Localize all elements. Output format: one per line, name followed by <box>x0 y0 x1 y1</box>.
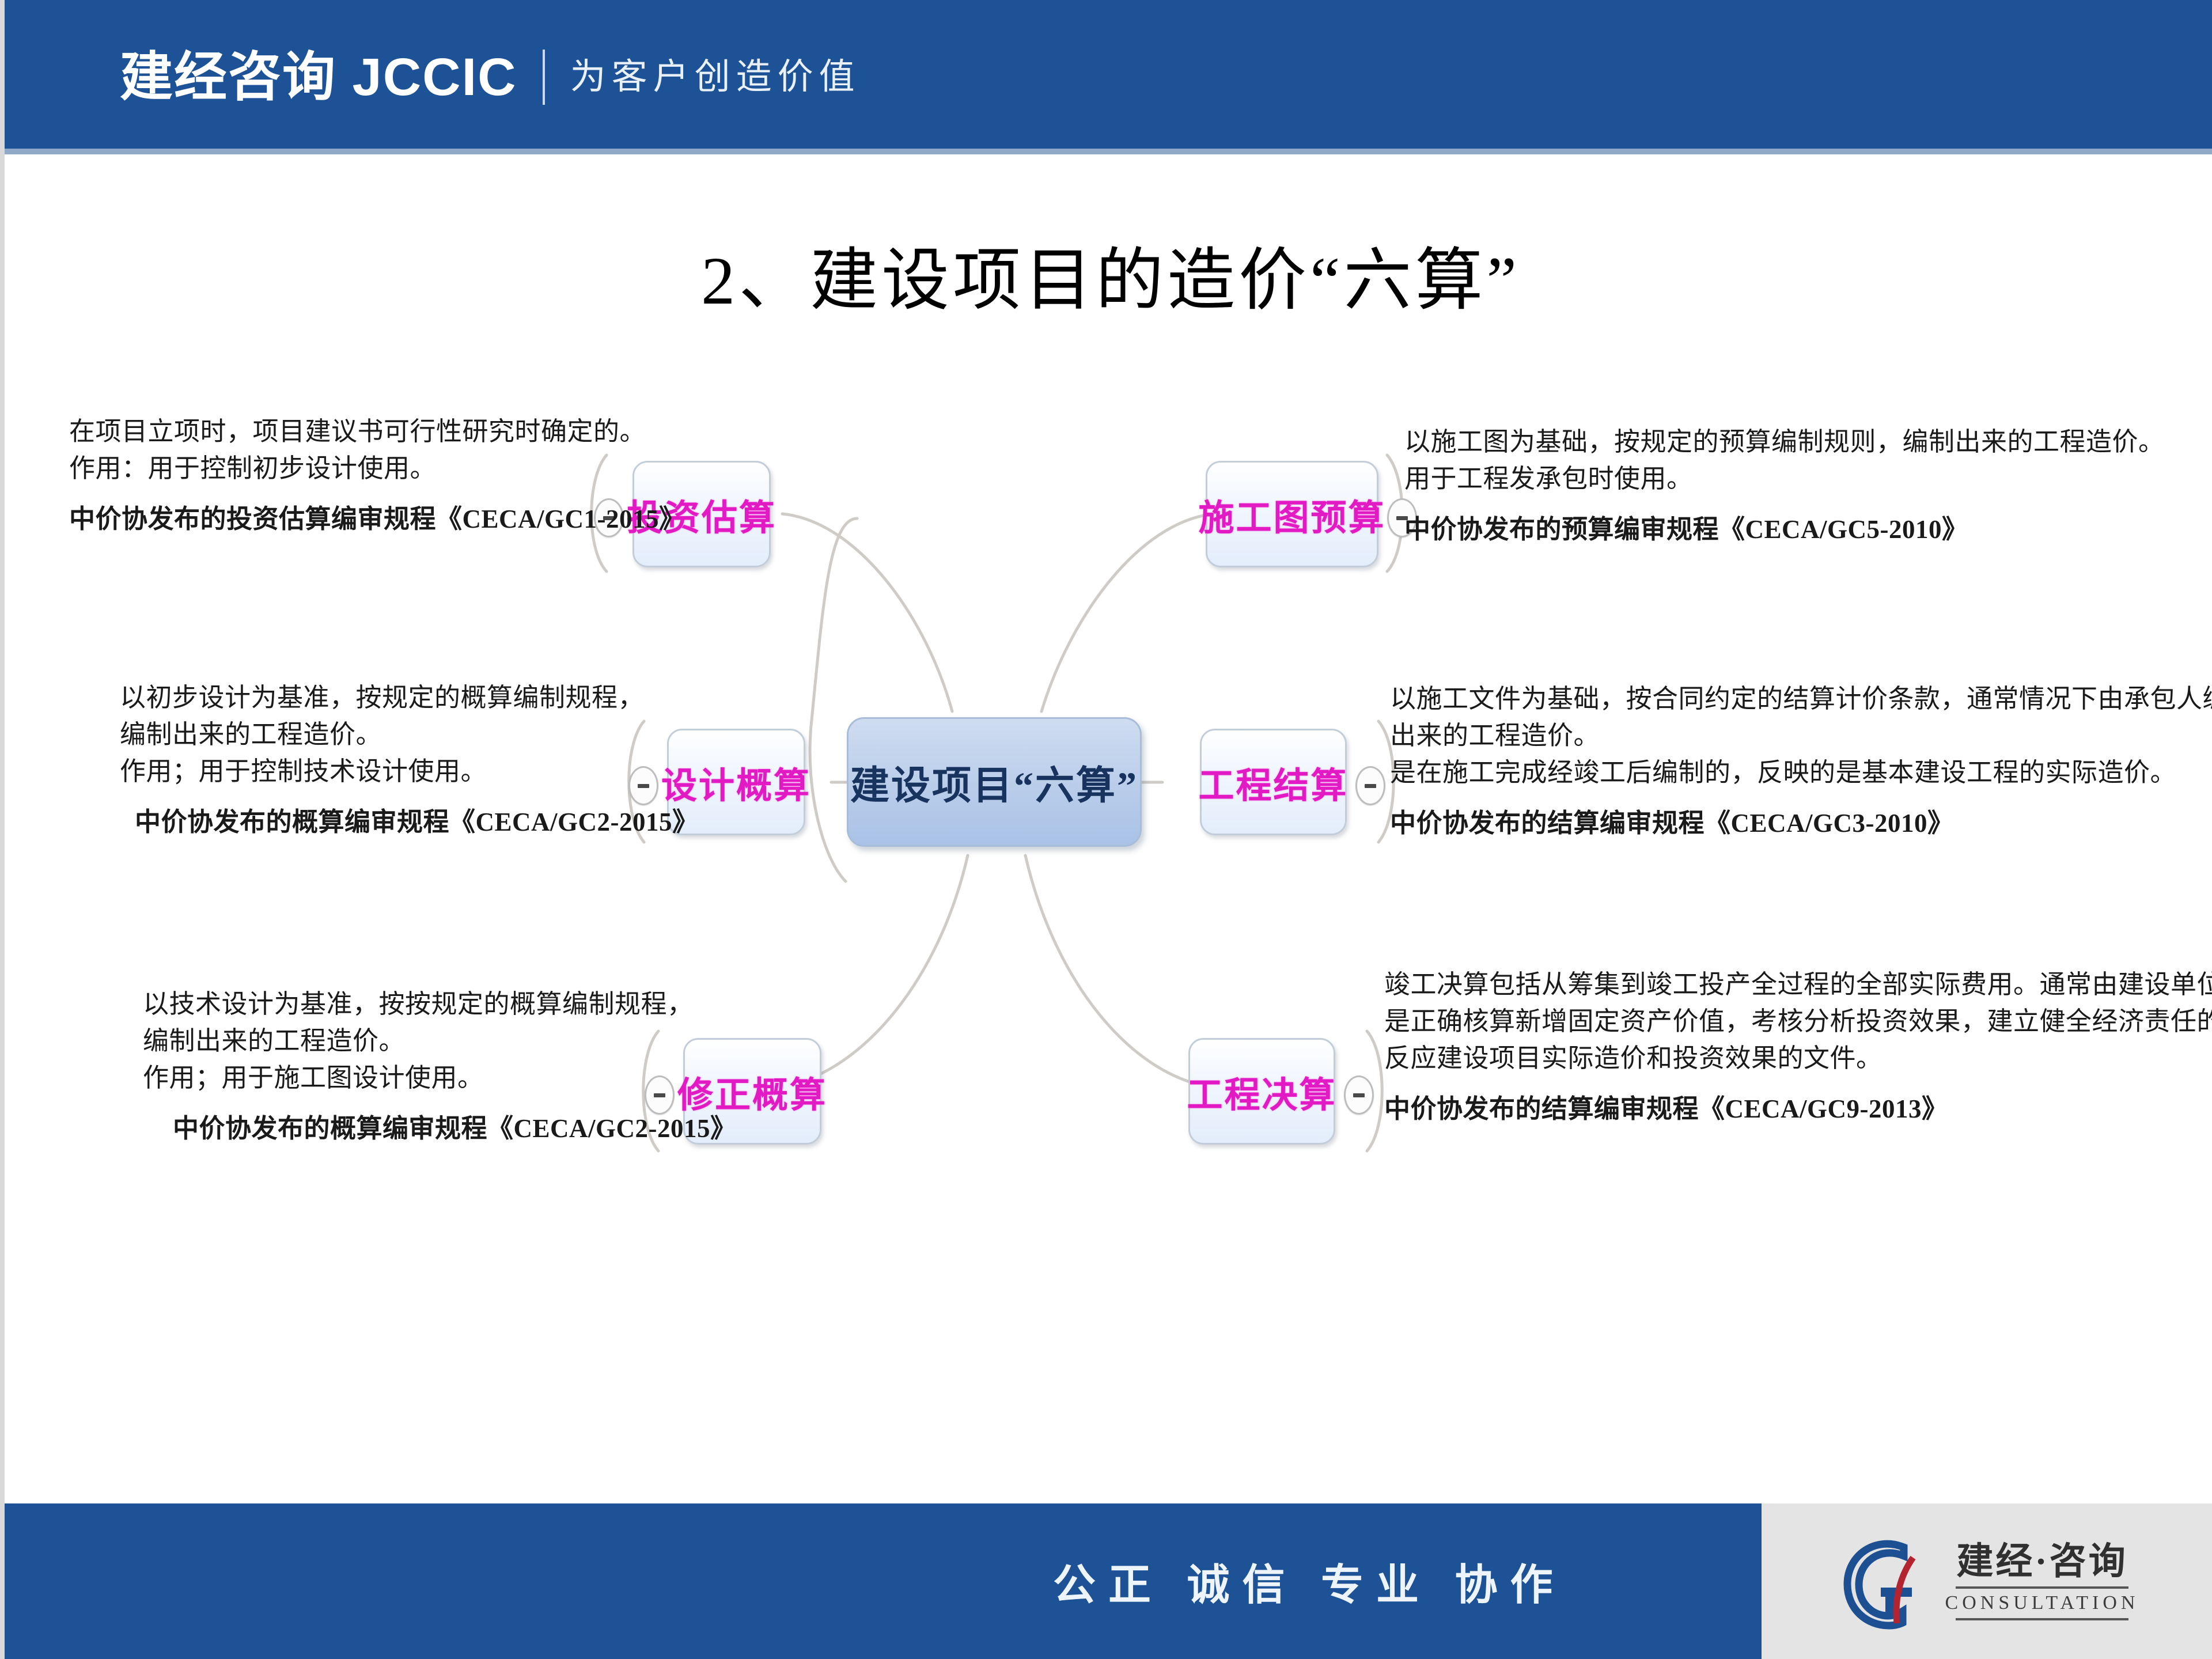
desc-line: 编制出来的工程造价。 <box>143 1026 406 1055</box>
bracket-final-account <box>1365 1029 1384 1153</box>
link-center-to-final-curve <box>1024 854 1216 1089</box>
desc-line: 是在施工完成经竣工后编制的，反映的是基本建设工程的实际造价。 <box>1390 757 2177 787</box>
node-project-settlement[interactable]: 工程结算 <box>1198 729 1385 835</box>
node-investment-estimate[interactable]: 投资估算 <box>594 461 775 567</box>
link-center-to-drawing-budget-curve <box>1040 512 1216 713</box>
logo-rule-top <box>1956 1586 2128 1589</box>
desc-standard: 中价协发布的概算编审规程《CECA/GC2-2015》 <box>173 1113 737 1143</box>
bracket-settlement <box>1377 719 1395 844</box>
minus-icon <box>1396 516 1408 520</box>
collapse-handle-project-settlement[interactable] <box>1355 766 1385 805</box>
node-label: 设计概算 <box>661 766 812 806</box>
desc-line: 作用：用于控制初步设计使用。 <box>69 453 437 483</box>
desc-standard: 中价协发布的结算编审规程《CECA/GC3-2010》 <box>1390 808 1954 838</box>
desc-line: 以施工图为基础，按规定的预算编制规则，编制出来的工程造价。 <box>1404 427 2165 456</box>
desc-standard: 中价协发布的投资估算编审规程《CECA/GC1-2015》 <box>69 504 685 533</box>
desc-line: 出来的工程造价。 <box>1390 721 1600 750</box>
collapse-handle-investment-estimate[interactable] <box>594 498 624 537</box>
page-title: 2、建设项目的造价“六算” <box>701 243 1520 319</box>
desc-line: 以技术设计为基准，按按规定的概算编制规程， <box>143 990 694 1018</box>
desc-line: 是正确核算新增固定资产价值，考核分析投资效果，建立健全经济责任的依据，是 <box>1384 1006 2212 1036</box>
collapse-handle-revised-budget-estimate[interactable] <box>645 1075 675 1115</box>
collapse-handle-design-budget-estimate[interactable] <box>628 766 658 805</box>
description-revised-budget-estimate: 以技术设计为基准，按按规定的概算编制规程， 编制出来的工程造价。 作用；用于施工… <box>143 986 737 1147</box>
desc-line: 反应建设项目实际造价和投资效果的文件。 <box>1384 1043 1883 1073</box>
desc-line: 竣工决算包括从筹集到竣工投产全过程的全部实际费用。通常由建设单位组织编制。 <box>1384 970 2212 999</box>
desc-standard: 中价协发布的预算编审规程《CECA/GC5-2010》 <box>1404 514 1968 544</box>
mindmap-diagram: 投资估算 设计概算 修正概算 建设项目“六算” 施工图预算 <box>5 369 2212 1382</box>
minus-icon <box>654 1093 665 1097</box>
minus-icon <box>1353 1093 1365 1097</box>
node-revised-budget-estimate[interactable]: 修正概算 <box>645 1038 825 1145</box>
node-label: 施工图预算 <box>1198 498 1386 538</box>
desc-line: 用于工程发承包时使用。 <box>1404 464 1693 493</box>
brand-title: 建经咨询 JCCIC <box>120 48 517 107</box>
node-project-final-account[interactable]: 工程决算 <box>1187 1038 1374 1145</box>
company-logo-text: 建经·咨询 CONSULTATION <box>1945 1542 2139 1620</box>
node-design-budget-estimate[interactable]: 设计概算 <box>628 729 809 835</box>
desc-line: 在项目立项时，项目建议书可行性研究时确定的。 <box>69 417 646 446</box>
desc-line: 作用；用于控制技术设计使用。 <box>120 756 487 786</box>
desc-standard: 中价协发布的结算编审规程《CECA/GC9-2013》 <box>1384 1094 1948 1123</box>
node-construction-drawing-budget[interactable]: 施工图预算 <box>1199 461 1417 567</box>
node-label: 工程结算 <box>1198 766 1349 806</box>
company-logo-icon <box>1839 1532 1926 1630</box>
footer-banner: 公正 诚信 专业 协作 建经·咨询 CONSULTATION <box>5 1503 2212 1659</box>
link-center-to-investment <box>808 517 859 883</box>
description-construction-drawing-budget: 以施工图为基础，按规定的预算编制规则，编制出来的工程造价。 用于工程发承包时使用… <box>1404 424 2182 548</box>
desc-line: 以初步设计为基准，按规定的概算编制规程， <box>120 683 645 712</box>
minus-icon <box>1365 783 1376 788</box>
link-center-to-investment-curve <box>781 512 954 713</box>
desc-standard: 中价协发布的概算编审规程《CECA/GC2-2015》 <box>135 807 699 836</box>
node-label: 投资估算 <box>627 498 777 538</box>
desc-line: 编制出来的工程造价。 <box>120 719 382 749</box>
header-divider <box>542 50 545 105</box>
description-design-budget-estimate: 以初步设计为基准，按规定的概算编制规程， 编制出来的工程造价。 作用；用于控制技… <box>120 680 699 841</box>
bracket-revised-estimate <box>642 1029 660 1153</box>
collapse-handle-project-final-account[interactable] <box>1344 1075 1374 1115</box>
node-label: 修正概算 <box>677 1075 828 1115</box>
bracket-investment <box>590 453 608 573</box>
node-center-topic[interactable]: 建设项目“六算” <box>847 717 1142 847</box>
minus-icon <box>603 516 615 520</box>
footer-motto: 公正 诚信 专业 协作 <box>1053 1562 1566 1609</box>
description-investment-estimate: 在项目立项时，项目建议书可行性研究时确定的。 作用：用于控制初步设计使用。 中价… <box>69 414 685 538</box>
connector-lines <box>590 453 1404 1153</box>
node-label: 建设项目“六算” <box>850 764 1138 808</box>
description-project-settlement: 以施工文件为基础，按合同约定的结算计价条款，通常情况下由承包人编制 出来的工程造… <box>1390 681 2212 842</box>
footer-logo-panel: 建经·咨询 CONSULTATION <box>1762 1503 2212 1659</box>
node-label: 工程决算 <box>1187 1075 1337 1115</box>
minus-icon <box>638 783 649 788</box>
logo-english-name: CONSULTATION <box>1945 1592 2139 1613</box>
logo-rule-bottom <box>1956 1618 2128 1620</box>
collapse-handle-construction-drawing-budget[interactable] <box>1387 498 1417 537</box>
header-slogan: 为客户创造价值 <box>570 58 861 97</box>
header-content: 建经咨询 JCCIC 为客户创造价值 <box>120 50 861 105</box>
description-project-final-account: 竣工决算包括从筹集到竣工投产全过程的全部实际费用。通常由建设单位组织编制。 是正… <box>1384 967 2212 1128</box>
header-bottom-edge <box>5 149 2212 154</box>
header-banner: 建经咨询 JCCIC 为客户创造价值 <box>5 0 2212 154</box>
desc-line: 作用；用于施工图设计使用。 <box>143 1063 484 1092</box>
logo-chinese-name: 建经·咨询 <box>1956 1541 2128 1582</box>
desc-line: 以施工文件为基础，按合同约定的结算计价条款，通常情况下由承包人编制 <box>1390 684 2212 713</box>
